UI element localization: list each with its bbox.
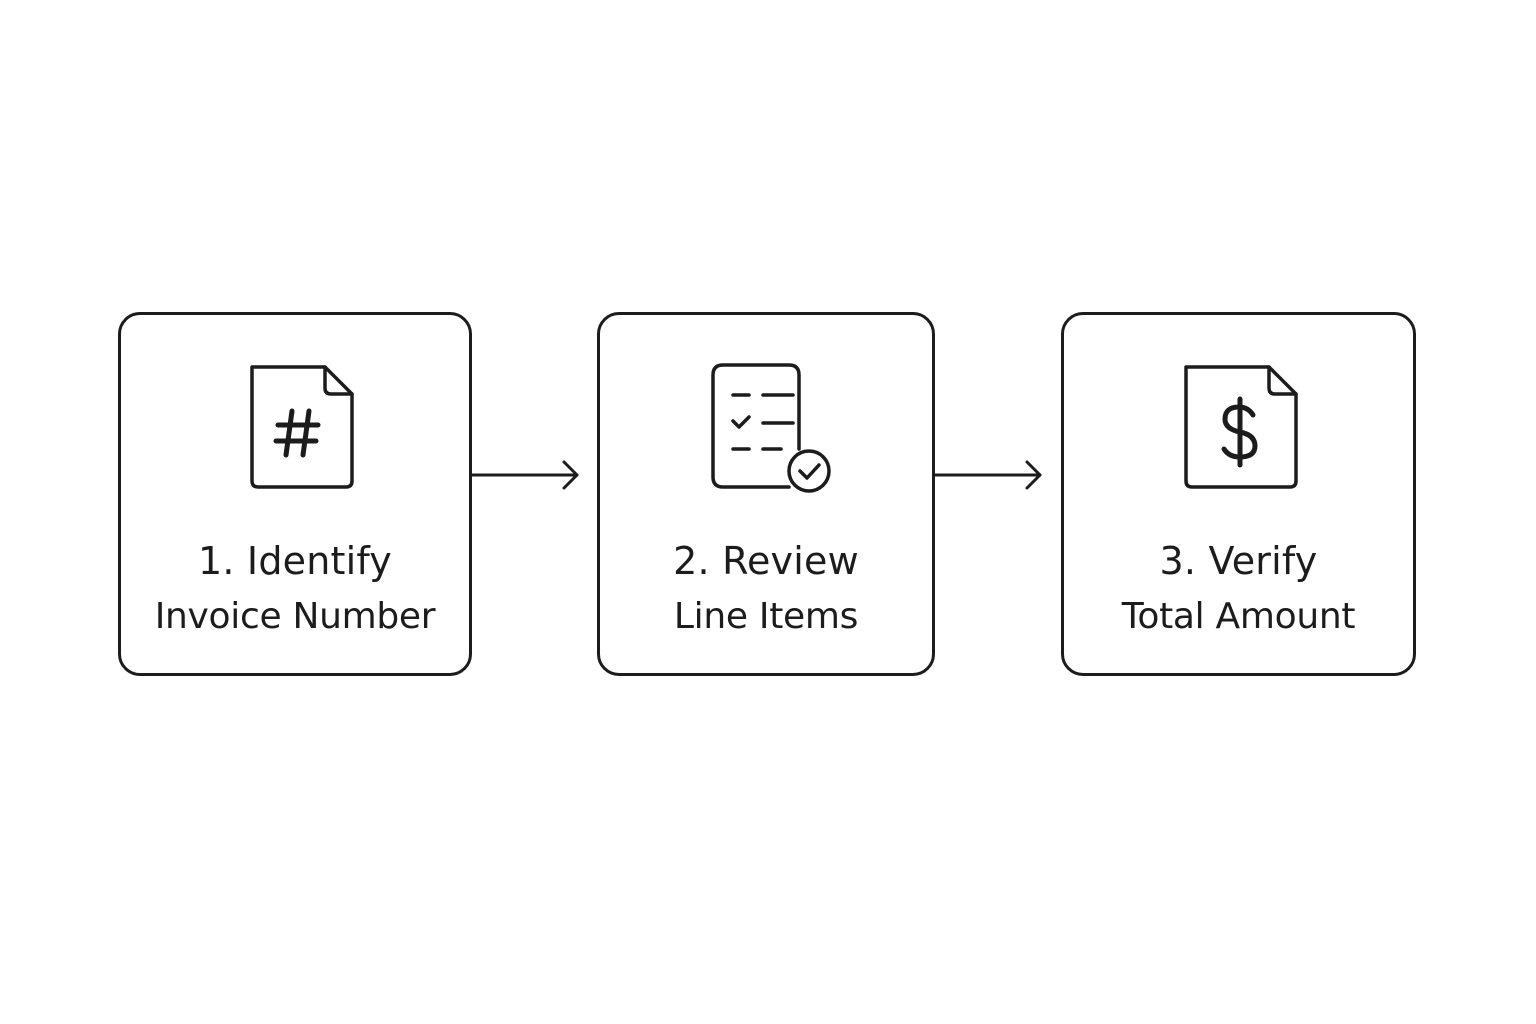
- checklist-line-items-icon: [701, 361, 831, 495]
- invoice-dollar-document-icon: [1174, 361, 1304, 495]
- step-label: 1. Identify Invoice Number: [121, 533, 469, 645]
- step-review-line-items: 2. Review Line Items: [597, 312, 935, 676]
- step-subtitle: Total Amount: [1121, 596, 1356, 637]
- step-title: 3. Verify: [1159, 539, 1318, 583]
- arrow-right-icon: [935, 458, 1045, 492]
- step-label: 2. Review Line Items: [600, 533, 932, 645]
- step-verify-total-amount: 3. Verify Total Amount: [1061, 312, 1416, 676]
- step-identify-invoice-number: 1. Identify Invoice Number: [118, 312, 472, 676]
- step-title: 1. Identify: [198, 539, 392, 583]
- step-title: 2. Review: [673, 539, 859, 583]
- step-subtitle: Invoice Number: [154, 596, 436, 637]
- step-label: 3. Verify Total Amount: [1064, 533, 1413, 645]
- arrow-right-icon: [472, 458, 582, 492]
- invoice-number-document-icon: [230, 361, 360, 495]
- step-subtitle: Line Items: [673, 596, 859, 637]
